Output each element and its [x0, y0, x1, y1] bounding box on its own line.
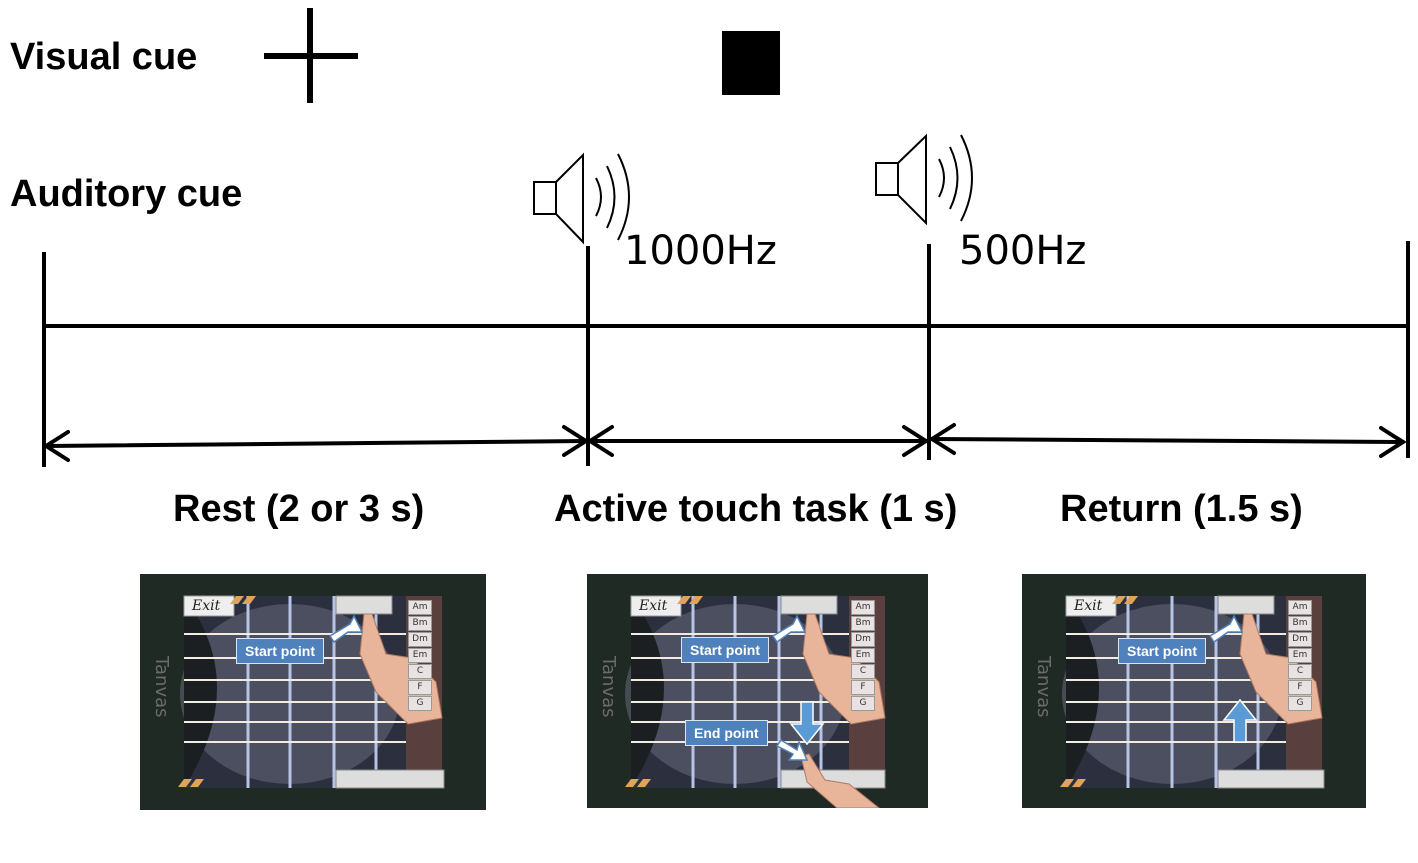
tone-1000hz-label: 1000Hz [624, 228, 777, 274]
chord-key: Dm [851, 632, 875, 647]
chord-key: Am [851, 600, 875, 615]
chord-key: Bm [1288, 616, 1312, 631]
chord-key: Bm [851, 616, 875, 631]
start-point-callout: Start point [681, 637, 769, 663]
speaker-icon [875, 133, 973, 226]
chord-key: C [408, 664, 432, 679]
chord-key: C [851, 664, 875, 679]
active-phase-label: Active touch task (1 s) [554, 488, 958, 530]
chord-key: Dm [1288, 632, 1312, 647]
exit-button: Exit [1074, 598, 1103, 614]
arrow-icon [1208, 614, 1244, 644]
return-duration-arrow [928, 423, 1407, 458]
chord-key: C [1288, 664, 1312, 679]
tone-500hz-label: 500Hz [959, 228, 1087, 274]
auditory-cue-label: Auditory cue [10, 173, 243, 215]
chord-key: Bm [408, 616, 432, 631]
start-point-callout: Start point [1118, 638, 1206, 664]
brand-logo: Tanvas [598, 656, 619, 718]
chord-key: Em [851, 648, 875, 663]
return-phase-label: Return (1.5 s) [1060, 488, 1303, 530]
visual-cue-label: Visual cue [10, 36, 198, 78]
chord-key: F [408, 680, 432, 695]
black-square-icon [722, 31, 780, 95]
chord-key: Dm [408, 632, 432, 647]
end-point-callout: End point [685, 720, 768, 746]
chord-key: G [851, 696, 875, 711]
fixation-cross-icon [264, 8, 358, 103]
arrow-icon [1222, 698, 1258, 743]
rest-duration-arrow [42, 425, 590, 462]
chord-key: G [1288, 696, 1312, 711]
chord-key: Em [408, 648, 432, 663]
exit-button: Exit [192, 598, 221, 614]
arrow-icon [789, 701, 825, 746]
chord-key: Em [1288, 648, 1312, 663]
chord-key: G [408, 696, 432, 711]
rest-phase-label: Rest (2 or 3 s) [173, 488, 425, 530]
arrow-icon [771, 614, 809, 761]
exit-button: Exit [639, 598, 668, 614]
chord-key: Am [408, 600, 432, 615]
chord-key: F [851, 680, 875, 695]
active-duration-arrow [586, 425, 930, 457]
chord-key: F [1288, 680, 1312, 695]
brand-logo: Tanvas [151, 656, 172, 718]
chord-key: Am [1288, 600, 1312, 615]
speaker-icon [533, 152, 630, 245]
brand-logo: Tanvas [1033, 656, 1054, 718]
start-point-callout: Start point [236, 638, 324, 664]
arrow-icon [328, 614, 364, 644]
